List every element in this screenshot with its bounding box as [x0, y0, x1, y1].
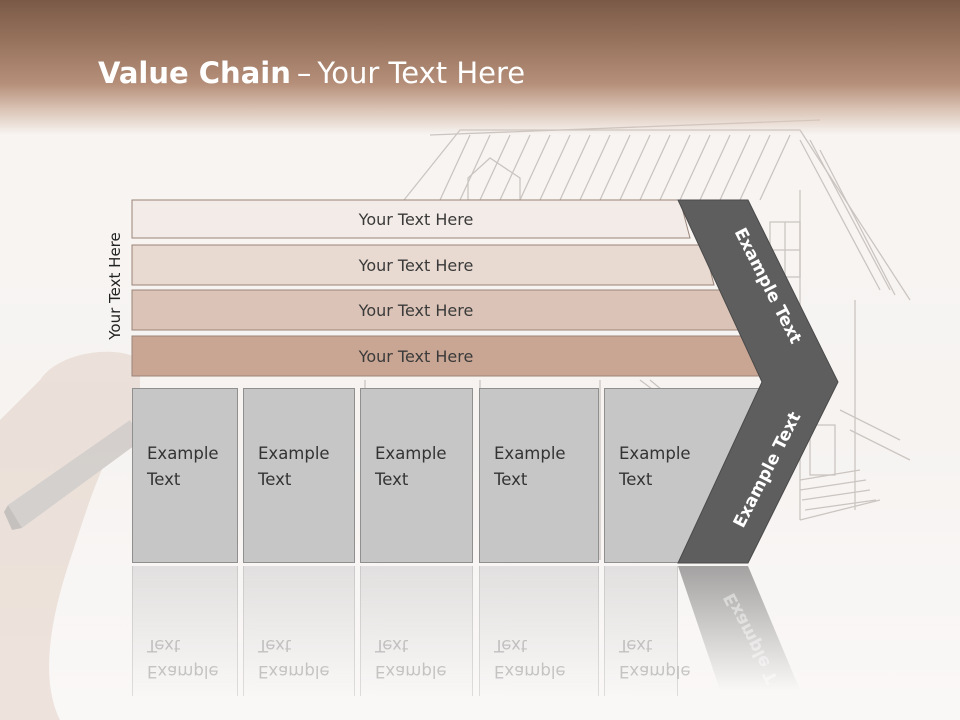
activity-column-line2: Text — [619, 470, 653, 489]
row-label-1: Your Text Here — [358, 210, 474, 229]
row-label-4: Your Text Here — [358, 347, 474, 366]
title-rest: Your Text Here — [317, 56, 526, 90]
row-band-2 — [131, 244, 715, 286]
activity-column-line1: Example — [494, 444, 566, 463]
activity-column-line1: Example — [258, 444, 330, 463]
slide-title: Value Chain–Your Text Here — [98, 56, 525, 90]
activity-column-line2: Text — [375, 470, 409, 489]
activity-column-line2: Text — [494, 470, 528, 489]
title-bold: Value Chain — [98, 56, 291, 90]
title-separator: – — [296, 56, 312, 90]
activity-column-line1: Example — [619, 444, 691, 463]
row-band-1 — [131, 199, 691, 239]
activity-column-line2: Text — [147, 470, 181, 489]
header-band — [0, 0, 960, 135]
activity-column-line2: Text — [258, 470, 292, 489]
activity-column-line1: Example — [147, 444, 219, 463]
chevron-shape — [677, 199, 839, 564]
row-label-2: Your Text Here — [358, 256, 474, 275]
row-label-3: Your Text Here — [358, 301, 474, 320]
activity-column-line1: Example — [375, 444, 447, 463]
chevron-reflection — [678, 566, 800, 690]
